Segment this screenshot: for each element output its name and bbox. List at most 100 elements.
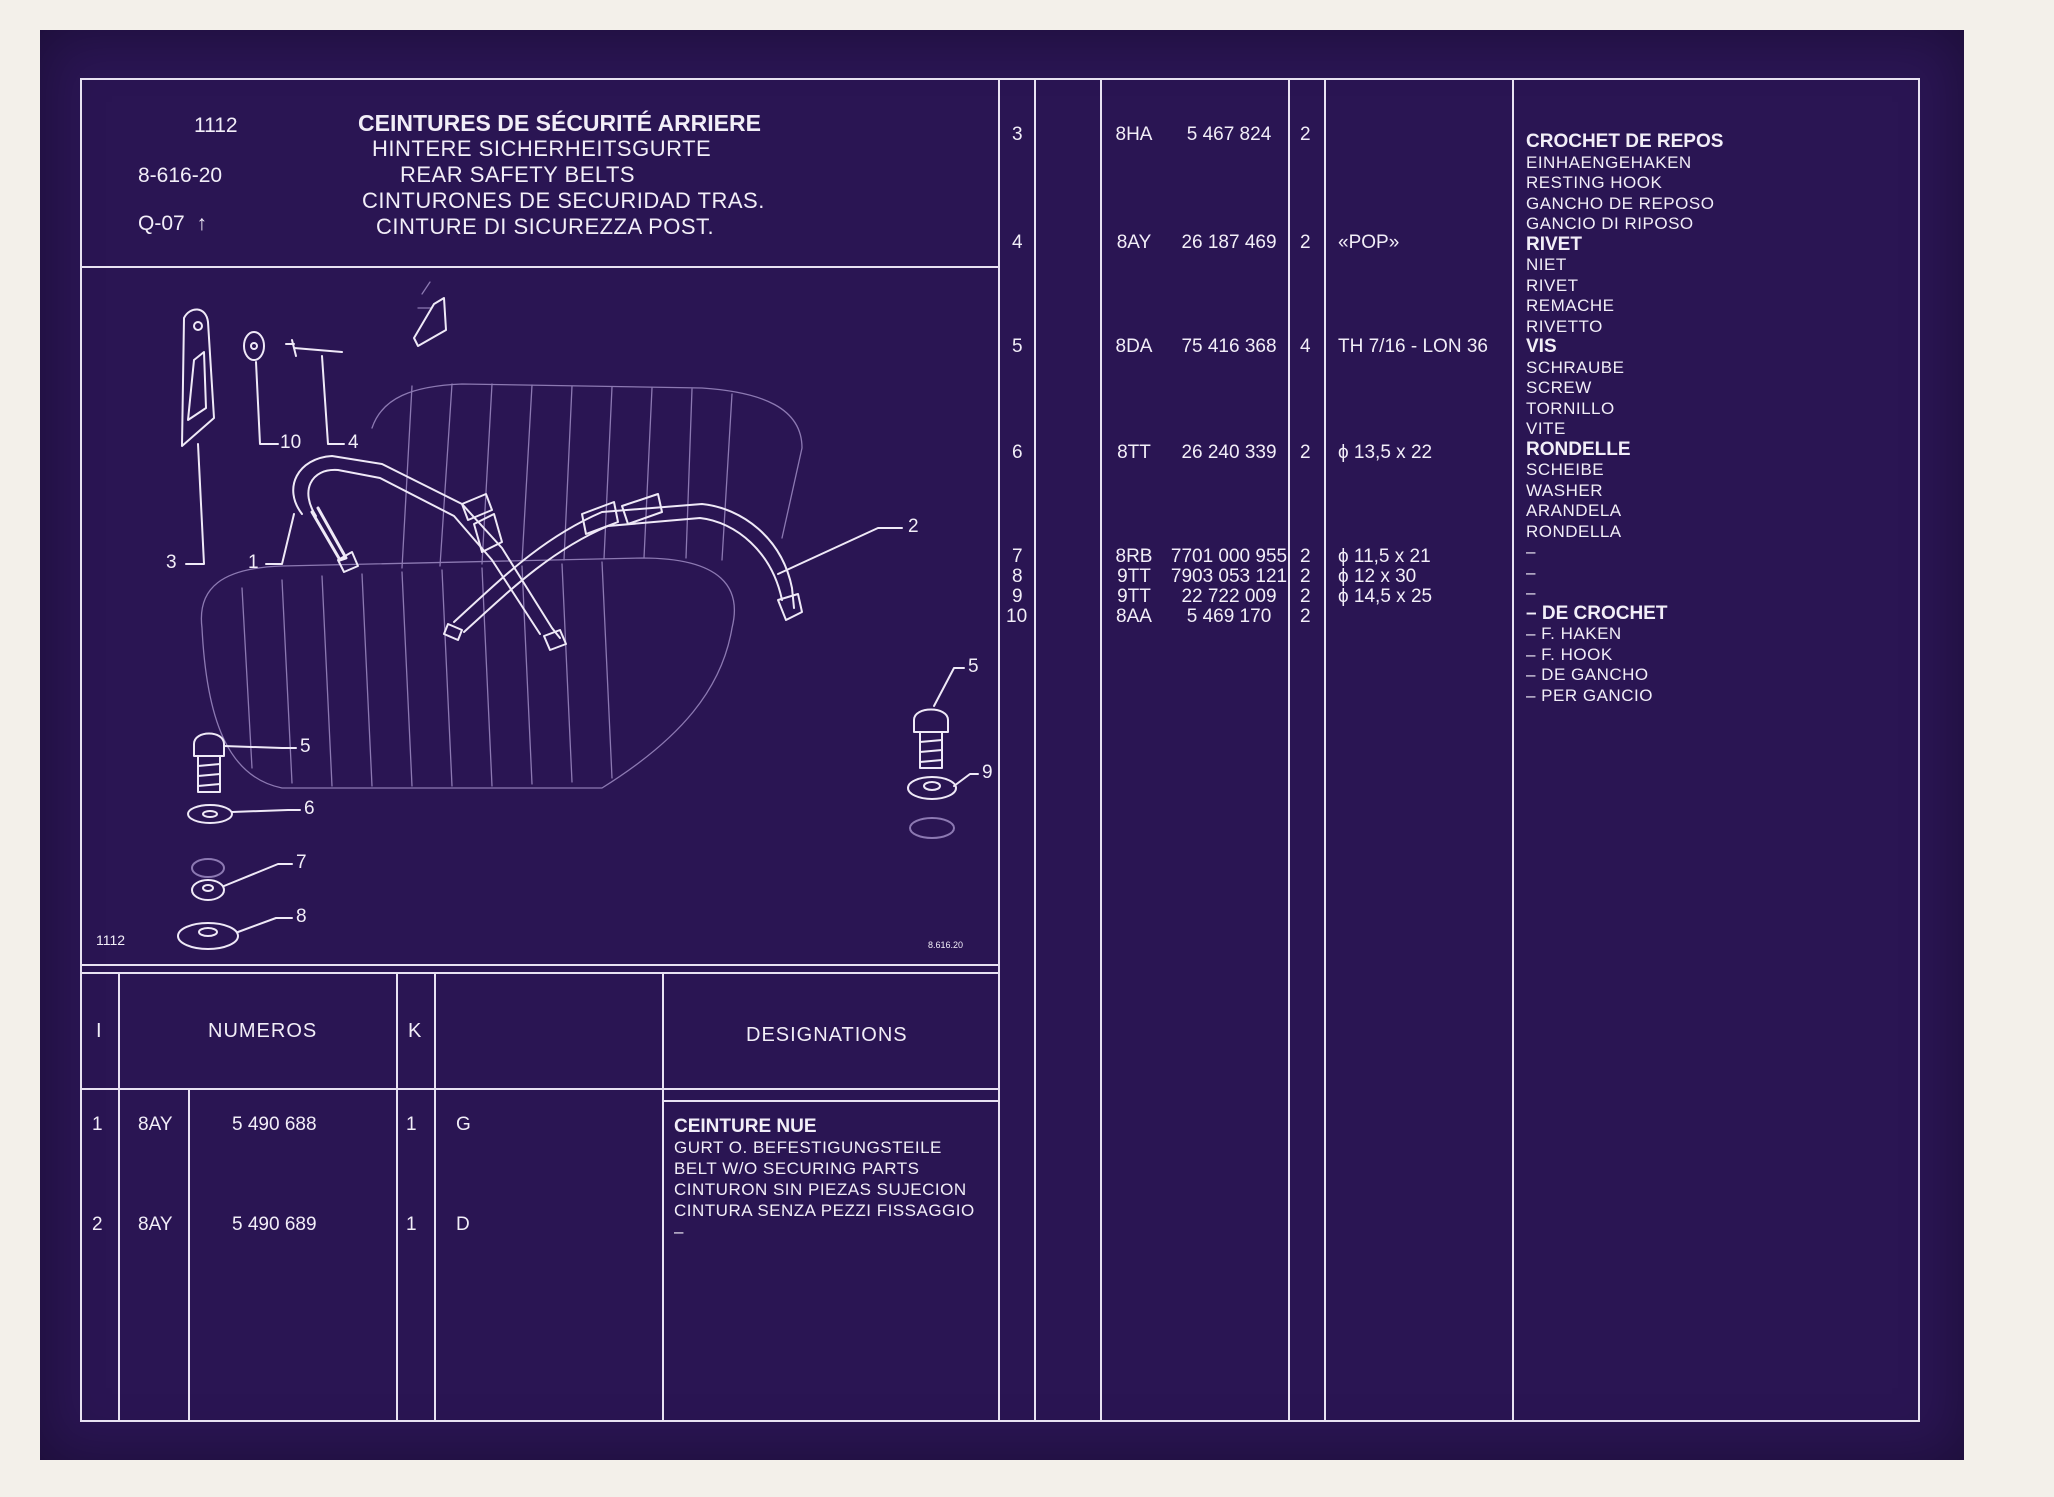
row-note: ϕ 13,5 x 22: [1338, 442, 1433, 463]
row-qty: 2: [1300, 232, 1311, 253]
row-number: 7903 053 121: [1170, 566, 1288, 587]
title-german: HINTERE SICHERHEITSGURTE: [372, 136, 712, 161]
designation-sub: – PER GANCIO: [1526, 685, 1653, 705]
designation-sub: SCREW: [1526, 378, 1592, 397]
designation-block-hook: CROCHET DE REPOS EINHAENGEHAKEN RESTING …: [1526, 131, 1724, 706]
designation-sub: – F. HAKEN: [1526, 624, 1622, 643]
designation-sub: – DE GANCHO: [1526, 665, 1649, 684]
callout-5-right: 5: [968, 656, 979, 677]
washer-6-part: [188, 805, 232, 823]
row-qty: 2: [1300, 586, 1311, 607]
col-header-designations: DESIGNATIONS: [746, 1024, 908, 1046]
designation-sub: WASHER: [1526, 480, 1603, 500]
row-index: 1: [92, 1114, 103, 1135]
designation-main: CROCHET DE REPOS: [1526, 131, 1724, 152]
row-qty: 2: [1300, 566, 1311, 587]
callout-8: 8: [296, 906, 307, 927]
callout-3: 3: [166, 552, 177, 573]
seat-belt-diagram: [82, 268, 998, 964]
divider-right-k: [1324, 80, 1326, 1420]
row-index: 5: [1012, 336, 1023, 357]
designation-sub: SCHRAUBE: [1526, 357, 1625, 377]
callout-7: 7: [296, 852, 307, 873]
divider-drawing: [82, 964, 998, 966]
reference-number: 8-616-20: [138, 164, 223, 187]
divider-left-i: [118, 972, 120, 1420]
row-index: 4: [1012, 232, 1023, 253]
divider-right-i: [1034, 80, 1036, 1420]
col-header-k: K: [408, 1020, 423, 1042]
buckle-left-part: [462, 494, 492, 520]
designation-sub: REMACHE: [1526, 296, 1615, 315]
row-number: 75 416 368: [1181, 336, 1277, 357]
upper-bracket-part: [414, 298, 446, 346]
row-number: 5 469 170: [1186, 606, 1272, 627]
up-arrow-icon: ↑: [196, 212, 208, 235]
designation-sub: RONDELLA: [1526, 521, 1622, 541]
divider-left-note: [662, 972, 664, 1420]
parts-sheet-frame: 1112 8-616-20 Q-07 ↑ CEINTURES DE SÉCURI…: [80, 78, 1920, 1422]
designation-main: – DE CROCHET: [1526, 602, 1668, 624]
row-index: 9: [1012, 586, 1023, 607]
row-qty: 2: [1300, 124, 1311, 145]
title-english: REAR SAFETY BELTS: [400, 162, 636, 187]
row-code: 8RB: [1115, 546, 1153, 567]
callout-5-left: 5: [300, 736, 311, 757]
hook-washer-part: [244, 332, 264, 360]
title-spanish: CINTURONES DE SECURIDAD TRAS.: [362, 188, 765, 213]
row-qty: 4: [1300, 336, 1311, 357]
designation-sub: –: [1526, 562, 1536, 582]
row-code: 9TT: [1117, 566, 1151, 587]
belt-right-part: [454, 504, 794, 622]
buckle-right-part: [582, 502, 618, 534]
divider-right-number: [1288, 80, 1290, 1420]
designation-main: VIS: [1526, 336, 1557, 357]
designation-main: RONDELLE: [1526, 438, 1631, 460]
washer-7-part: [192, 880, 224, 900]
callout-4: 4: [348, 432, 359, 453]
drawing-ref: 8.616.20: [928, 940, 964, 950]
row-index: 7: [1012, 546, 1023, 567]
designation-sub: SCHEIBE: [1526, 460, 1605, 479]
designation-sub: GANCIO DI RIPOSO: [1526, 214, 1694, 233]
row-index: 2: [92, 1214, 103, 1235]
resting-hook-part: [182, 309, 214, 446]
row-note: ϕ 14,5 x 25: [1338, 586, 1433, 607]
row-note: TH 7/16 - LON 36: [1338, 336, 1488, 357]
designation-sub: RIVET: [1526, 275, 1579, 295]
designation-main: RIVET: [1526, 233, 1582, 255]
row-number: 26 240 339: [1181, 442, 1277, 463]
row-index: 8: [1012, 566, 1023, 587]
title-italian: CINTURE DI SICUREZZA POST.: [376, 214, 715, 239]
designation-sub: VITE: [1526, 419, 1566, 438]
row-index: 6: [1012, 442, 1023, 463]
row-number: 22 722 009: [1181, 586, 1277, 607]
row-number: 5 467 824: [1186, 124, 1272, 145]
designation-en: BELT W/O SECURING PARTS: [674, 1159, 920, 1178]
exploded-parts-drawing: 10 4 3 1 2 5 5 9 6 7 8 1112 8.616.20: [82, 268, 998, 964]
designation-it: CINTURA SENZA PEZZI FISSAGGIO: [674, 1201, 975, 1220]
designation-sub: –: [1526, 542, 1536, 561]
col-header-index: I: [96, 1020, 103, 1042]
row-number: 7701 000 955: [1170, 546, 1288, 567]
designation-dash: –: [674, 1222, 684, 1241]
bolt-right-part: [914, 710, 948, 733]
row-note: «POP»: [1338, 232, 1400, 253]
drawing-code: 1112: [96, 932, 126, 948]
divider-table-head: [82, 1088, 998, 1090]
group-code: 1112: [194, 114, 238, 137]
row-code: 8AY: [138, 1214, 173, 1235]
callout-1: 1: [248, 552, 259, 573]
divider-center: [998, 80, 1000, 1420]
row-code: 8DA: [1115, 336, 1153, 357]
row-number: 5 490 688: [232, 1114, 317, 1135]
washer-9-part: [908, 777, 956, 799]
divider-left-k: [434, 972, 436, 1420]
designation-sub: TORNILLO: [1526, 398, 1615, 418]
callout-6: 6: [304, 798, 315, 819]
designation-block-belt: CEINTURE NUE GURT O. BEFESTIGUNGSTEILE B…: [674, 1116, 975, 1242]
row-code: 8AY: [138, 1114, 173, 1135]
row-code: 8AA: [1116, 606, 1152, 627]
designation-sub: NIET: [1526, 255, 1567, 274]
row-note: D: [456, 1214, 470, 1235]
